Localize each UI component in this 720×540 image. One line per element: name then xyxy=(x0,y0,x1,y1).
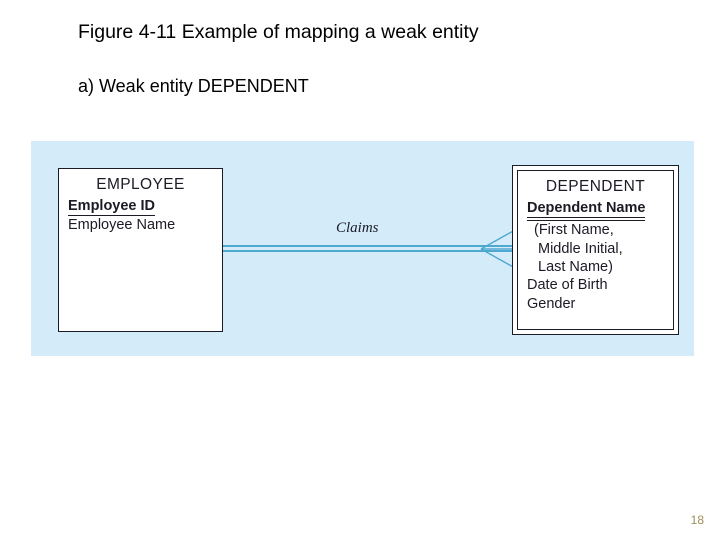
attribute-middle-initial: Middle Initial, xyxy=(538,240,623,257)
slide-subtitle: a) Weak entity DEPENDENT xyxy=(78,76,309,96)
entity-name-dependent: DEPENDENT xyxy=(545,178,646,195)
relationship-line-lower xyxy=(223,250,515,252)
attribute-first-name: (First Name, xyxy=(534,222,614,239)
attribute-row: Employee ID xyxy=(68,197,213,217)
attribute-identifier-employee-id: Employee ID xyxy=(68,198,156,217)
relationship-label-claims: Claims xyxy=(336,220,379,236)
figure-panel: EMPLOYEE Employee ID Employee Name Claim… xyxy=(31,141,694,356)
entity-name-employee: EMPLOYEE xyxy=(96,176,185,193)
attribute-date-of-birth: Date of Birth xyxy=(527,277,608,294)
entity-body-dependent: DEPENDENT Dependent Name (First Name, Mi… xyxy=(518,171,673,329)
entity-box-dependent[interactable]: DEPENDENT Dependent Name (First Name, Mi… xyxy=(512,165,679,335)
attribute-last-name: Last Name) xyxy=(538,258,613,275)
entity-box-dependent-inner-border: DEPENDENT Dependent Name (First Name, Mi… xyxy=(517,170,674,330)
crows-foot-icon xyxy=(479,227,519,271)
attribute-row: Dependent Name xyxy=(527,199,664,222)
entity-box-employee[interactable]: EMPLOYEE Employee ID Employee Name xyxy=(58,168,223,332)
entity-body-employee: EMPLOYEE Employee ID Employee Name xyxy=(59,169,222,331)
page-title: Figure 4-11 Example of mapping a weak en… xyxy=(78,21,479,43)
relationship-line-claims xyxy=(223,245,515,252)
attribute-partial-identifier-dependent-name: Dependent Name xyxy=(527,200,646,222)
attribute-gender: Gender xyxy=(527,295,576,312)
page-number: 18 xyxy=(690,513,704,527)
relationship-line-upper xyxy=(223,245,515,247)
attribute-employee-name: Employee Name xyxy=(68,217,176,234)
